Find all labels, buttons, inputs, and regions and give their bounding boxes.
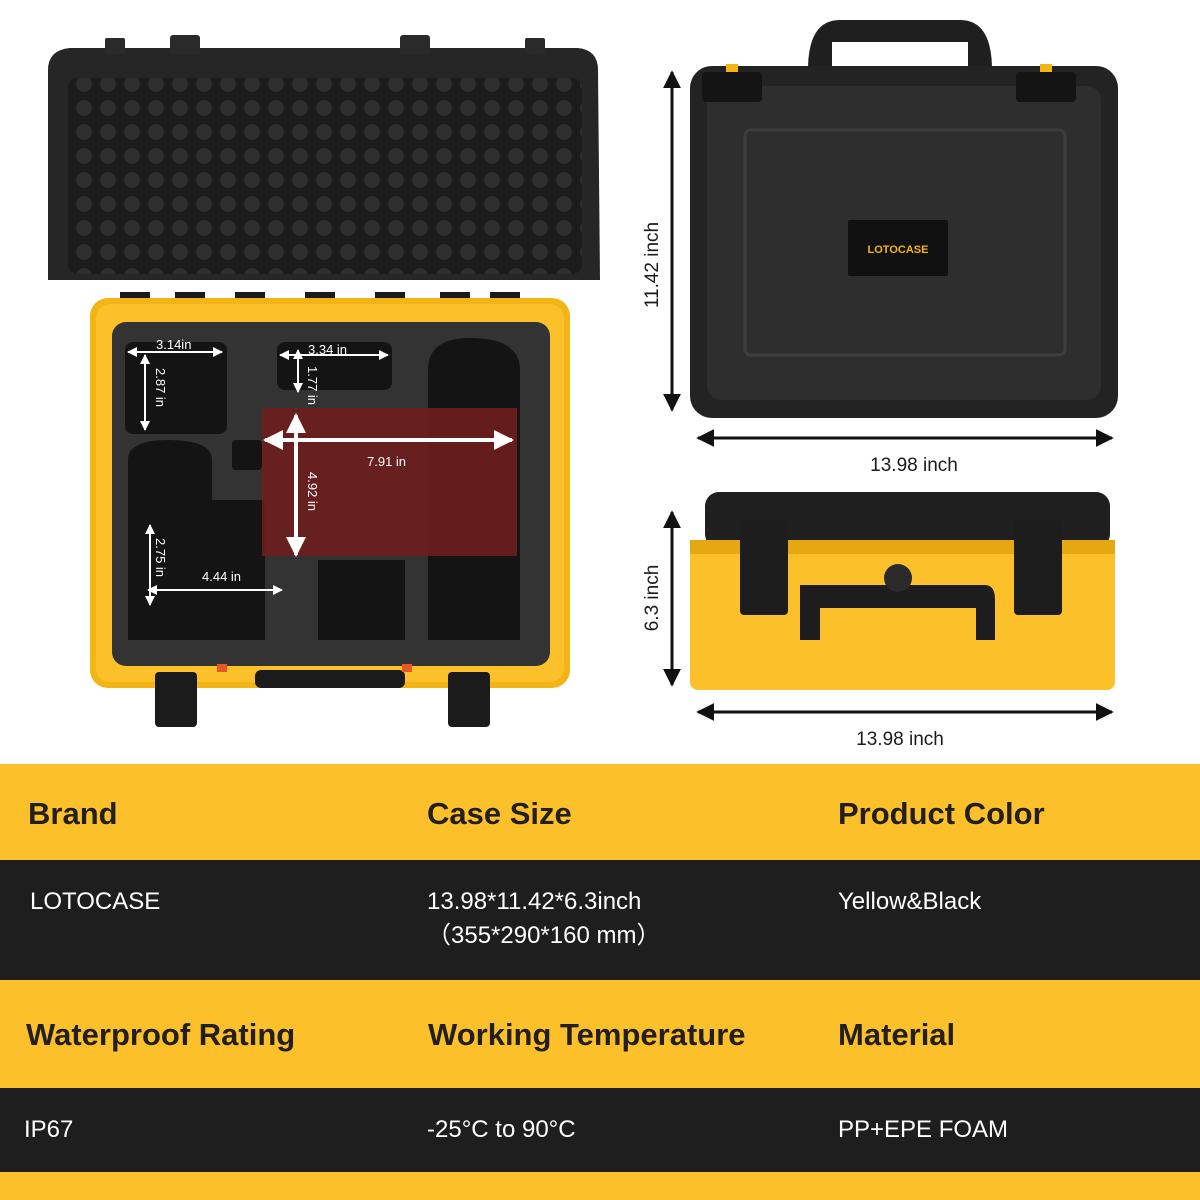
foam-dimension-arrows	[127, 347, 514, 606]
working-temperature-value: -25°C to 90°C	[427, 1116, 576, 1143]
lotocase-logo: LOTOCASE	[868, 244, 929, 256]
foam-main-height: 4.92 in	[305, 472, 320, 511]
waterproof-value: IP67	[24, 1116, 74, 1143]
product-color-heading: Product Color	[838, 796, 1045, 831]
spec-value-row-1: LOTOCASE 13.98*11.42*6.3inch （355*290*16…	[0, 860, 1200, 980]
material-heading: Material	[838, 1017, 956, 1052]
foam-slot2-height: 1.77 in	[305, 366, 320, 405]
waterproof-heading: Waterproof Rating	[26, 1017, 296, 1052]
case-top-view	[690, 20, 1118, 418]
product-illustration: 3.14in 2.87 in 3.34 in 1.77 in 7.91 in 4…	[48, 20, 1118, 750]
top-view-height-label: 11.42 inch	[642, 222, 663, 308]
spec-header-row-1: Brand Case Size Product Color	[0, 764, 1200, 860]
foam-slot1-width: 3.14in	[156, 337, 191, 352]
case-size-heading: Case Size	[427, 796, 572, 831]
foam-slot2-width: 3.34 in	[308, 342, 347, 357]
case-side-view	[690, 492, 1115, 690]
open-case	[48, 35, 600, 727]
material-value: PP+EPE FOAM	[838, 1116, 1009, 1143]
product-color-value: Yellow&Black	[838, 888, 982, 915]
spec-header-row-2: Waterproof Rating Working Temperature Ma…	[0, 980, 1200, 1088]
top-view-width-label: 13.98 inch	[870, 455, 958, 476]
bottom-bar	[0, 1172, 1200, 1200]
brand-value: LOTOCASE	[30, 888, 161, 915]
case-size-inch: 13.98*11.42*6.3inch	[427, 888, 642, 915]
working-temperature-heading: Working Temperature	[428, 1017, 746, 1052]
foam-slot1-height: 2.87 in	[153, 368, 168, 407]
case-size-value: 13.98*11.42*6.3inch （355*290*160 mm）	[427, 885, 660, 953]
side-view-height-label: 6.3 inch	[642, 565, 663, 632]
spec-value-row-2: IP67 -25°C to 90°C PP+EPE FOAM	[0, 1088, 1200, 1172]
side-view-width-label: 13.98 inch	[856, 729, 944, 750]
brand-heading: Brand	[28, 796, 118, 831]
foam-slot3-height: 2.75 in	[153, 538, 168, 577]
case-size-mm: （355*290*160 mm）	[427, 922, 661, 949]
foam-slot3-width: 4.44 in	[202, 569, 241, 584]
foam-main-width: 7.91 in	[367, 454, 406, 469]
